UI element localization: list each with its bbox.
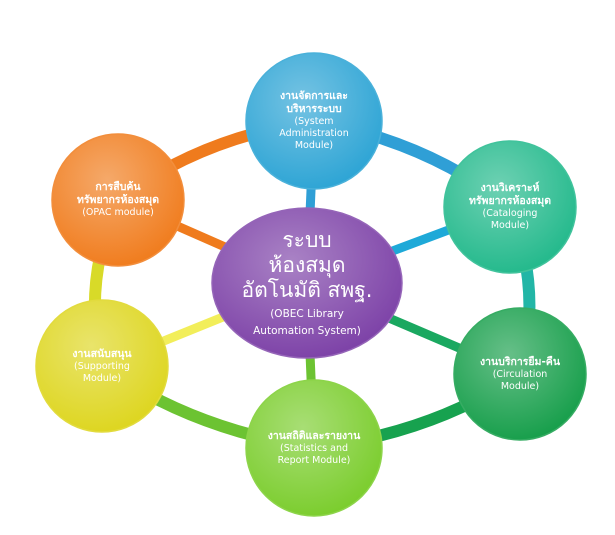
module-node-system-admin — [245, 52, 383, 190]
center-node — [211, 207, 403, 359]
module-node-circulation — [453, 307, 587, 441]
module-node-opac — [51, 133, 185, 267]
module-node-supporting — [35, 299, 169, 433]
module-node-cataloging — [443, 140, 577, 274]
module-nodes — [35, 52, 587, 517]
module-node-statistics — [245, 379, 383, 517]
